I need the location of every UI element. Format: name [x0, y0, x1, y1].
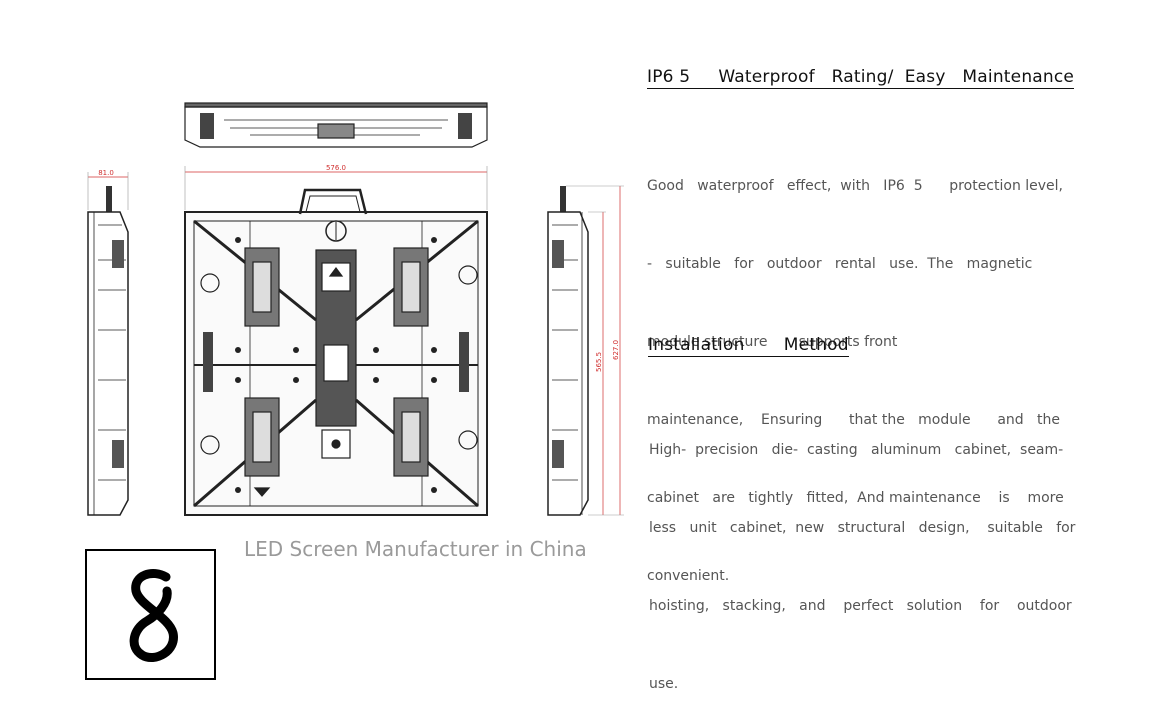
cabinet-left-side-view — [87, 172, 129, 516]
dim-height-inner-label: 565.5 — [595, 352, 603, 372]
paragraph-line: less unit cabinet, new structural design… — [649, 520, 1076, 536]
paragraph-line: Good waterproof effect, with IP6 5 prote… — [647, 178, 1064, 194]
paragraph-line: High- precision die- casting aluminum ca… — [649, 442, 1064, 458]
paragraph-line: use. — [649, 676, 679, 692]
paragraph-line: hoisting, stacking, and perfect solution… — [649, 598, 1072, 614]
paragraph-line: convenient. — [647, 568, 730, 584]
paragraph-line: - suitable for outdoor rental use. The m… — [647, 256, 1033, 272]
paragraph-line: maintenance, Ensuring that the module an… — [647, 412, 1060, 428]
cabinet-technical-drawing: 576.0 81.0 565.5 627.0 — [87, 102, 624, 516]
dim-width-label: 576.0 — [326, 164, 346, 172]
tagline: LED Screen Manufacturer in China — [244, 537, 587, 561]
paragraph-line: cabinet are tightly fitted, And maintena… — [647, 490, 1064, 506]
section-heading-waterproof: IP6 5 Waterproof Rating/ Easy Maintenanc… — [647, 67, 1075, 89]
dim-depth-label: 81.0 — [98, 169, 114, 177]
section-paragraph-waterproof: Good waterproof effect, with IP6 5 prote… — [647, 121, 1064, 615]
figure-eight-logo-icon — [129, 569, 178, 662]
section-paragraph-installation: High- precision die- casting aluminum ca… — [649, 385, 1075, 723]
cabinet-top-view — [184, 102, 488, 148]
paragraph-line: module structure supports front — [647, 334, 898, 350]
section-heading-installation: Installation Method — [648, 335, 849, 357]
cabinet-front-view — [184, 166, 488, 516]
dim-height-outer-label: 627.0 — [612, 340, 620, 360]
cabinet-right-side-view — [547, 185, 624, 516]
company-logo — [85, 549, 216, 680]
